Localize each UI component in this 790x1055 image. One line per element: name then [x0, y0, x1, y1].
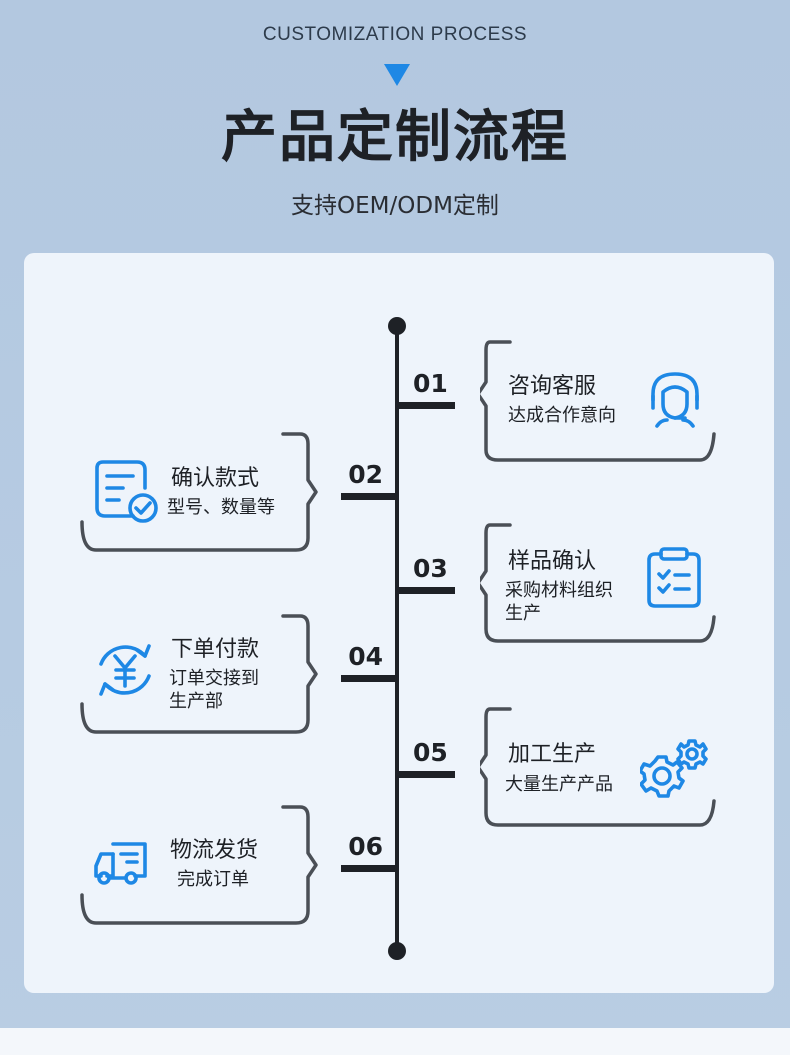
step-03-bubble	[480, 523, 716, 643]
step-number: 05	[413, 738, 448, 767]
step-04-marker: 04	[341, 644, 397, 682]
bottom-strip	[0, 1028, 790, 1055]
step-01-marker: 01	[397, 371, 537, 409]
step-05-title: 加工生产	[508, 742, 597, 767]
step-02-title: 确认款式	[171, 466, 260, 491]
step-number: 04	[348, 642, 383, 671]
step-connector	[341, 865, 397, 872]
clipboard-checklist-icon	[647, 547, 701, 608]
step-04-bubble	[80, 614, 318, 734]
step-connector	[341, 493, 397, 500]
step-number: 06	[348, 832, 383, 861]
step-03-desc: 采购材料组织 生产	[505, 580, 613, 625]
timeline-end-dot	[388, 942, 406, 960]
step-06-marker: 06	[341, 834, 397, 872]
gears-icon	[640, 739, 708, 798]
step-01-bubble	[480, 340, 716, 462]
page-title: 产品定制流程	[221, 105, 569, 170]
step-03-title: 样品确认	[508, 549, 597, 574]
page-subtitle: 支持OEM/ODM定制	[291, 193, 499, 219]
step-01-desc: 达成合作意向	[508, 405, 616, 426]
step-05-desc: 大量生产产品	[505, 774, 613, 795]
step-01-title: 咨询客服	[508, 374, 597, 399]
customer-service-headset-icon	[651, 372, 699, 428]
step-number: 01	[413, 369, 448, 398]
step-number: 03	[413, 554, 448, 583]
step-02-marker: 02	[341, 462, 397, 500]
step-connector	[397, 402, 455, 409]
step-number: 02	[348, 460, 383, 489]
step-05-marker: 05	[397, 740, 537, 778]
step-03-marker: 03	[397, 556, 537, 594]
step-06-bubble	[80, 805, 318, 925]
step-06-desc: 完成订单	[177, 869, 249, 890]
step-04-title: 下单付款	[171, 637, 260, 662]
yuan-payment-icon	[99, 644, 151, 696]
document-check-icon	[95, 460, 158, 523]
timeline-start-dot	[388, 317, 406, 335]
step-connector	[397, 587, 455, 594]
english-heading: CUSTOMIZATION PROCESS	[262, 24, 528, 45]
delivery-truck-icon	[94, 842, 147, 885]
step-06-title: 物流发货	[170, 838, 259, 863]
down-triangle-icon	[384, 64, 410, 86]
step-connector	[341, 675, 397, 682]
step-04-desc: 订单交接到 生产部	[169, 668, 259, 713]
step-02-bubble	[80, 432, 318, 552]
step-connector	[397, 771, 455, 778]
step-05-bubble	[480, 707, 716, 827]
step-02-desc: 型号、数量等	[167, 497, 275, 518]
